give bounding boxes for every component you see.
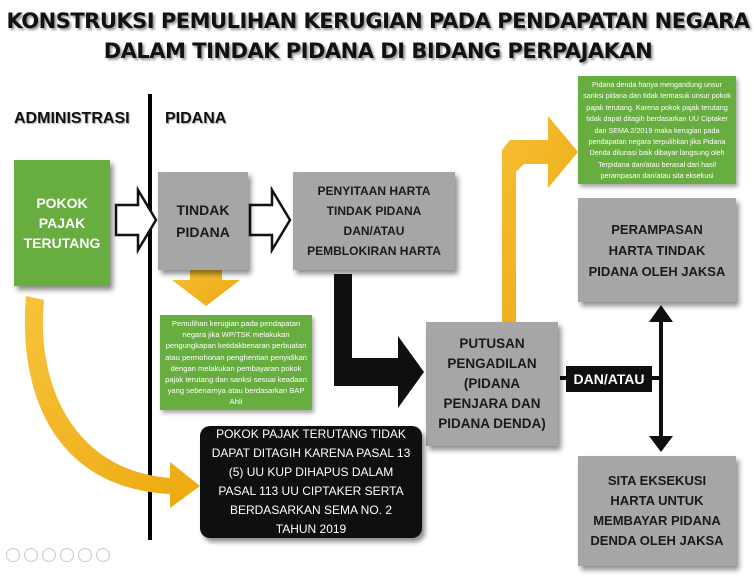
arrow-to-pidana-denda-note [472,116,578,322]
perampasan-box: PERAMPASAN HARTA TINDAK PIDANA OLEH JAKS… [578,198,736,302]
sita-eksekusi-box: SITA EKSEKUSI HARTA UNTUK MEMBAYAR PIDAN… [578,456,736,566]
more-icon[interactable] [96,548,110,562]
pen-icon[interactable] [42,548,56,562]
arrow-to-perampasan [649,305,673,322]
arrow-to-penyitaan [248,185,292,255]
zoom-icon[interactable] [78,548,92,562]
dan-atau-label: DAN/ATAU [566,366,652,392]
putusan-pengadilan-box: PUTUSAN PENGADILAN (PIDANA PENJARA DAN P… [426,322,558,446]
arrow-to-putusan [334,274,424,408]
diagram-title-line-2: DALAM TINDAK PIDANA DI BIDANG PERPAJAKAN [103,39,653,63]
grid-icon[interactable] [60,548,74,562]
tidak-dapat-ditagih-box: POKOK PAJAK TERUTANG TIDAK DAPAT DITAGIH… [200,426,422,538]
prev-slide-icon[interactable] [6,548,20,562]
section-pidana: PIDANA [165,110,227,127]
arrow-to-tidak-dapat-ditagih [24,296,200,508]
tindak-pidana-box: TINDAK PIDANA [158,172,248,270]
diagram-title-line-1: KONSTRUKSI PEMULIHAN KERUGIAN PADA PENDA… [6,9,750,33]
section-divider [148,94,152,540]
presentation-controls[interactable] [6,548,110,562]
arrow-to-tindak-pidana [114,185,158,255]
pokok-pajak-box: POKOK PAJAK TERUTANG [14,160,110,286]
pidana-denda-note: Pidana denda hanya mengandung unsur sank… [578,76,736,184]
section-administrasi: ADMINISTRASI [14,110,130,127]
pemulihan-note: Pemulihan kerugian pada pendapatan negar… [160,315,312,410]
next-slide-icon[interactable] [24,548,38,562]
penyitaan-box: PENYITAAN HARTA TINDAK PIDANA DAN/ATAU P… [293,172,455,270]
arrow-to-sita-eksekusi [649,436,673,452]
arrow-down-to-note [172,258,240,306]
